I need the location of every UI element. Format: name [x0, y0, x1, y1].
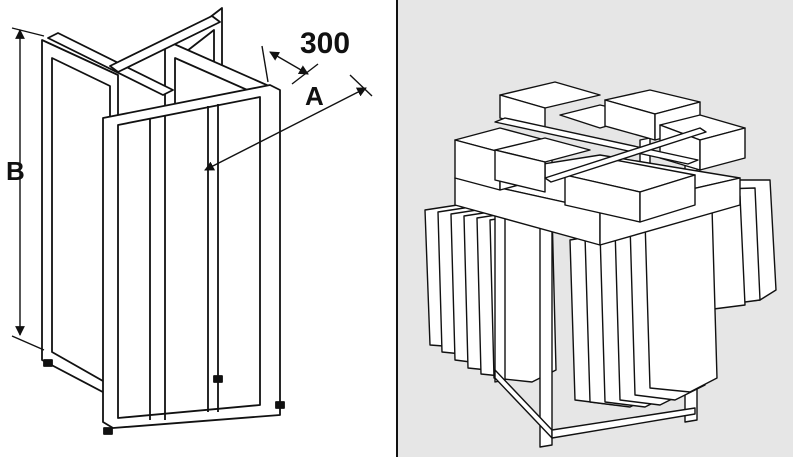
frame-drawing: 300 A B — [6, 7, 373, 435]
frame-top-bars — [47, 15, 221, 96]
frame-feet — [43, 359, 285, 435]
right-panel-loaded-rack-drawing — [397, 0, 793, 457]
dimension-lines — [11, 27, 373, 351]
width-label-a: A — [305, 81, 324, 111]
height-label-b: B — [6, 156, 25, 186]
depth-dimension-line — [269, 51, 309, 75]
frame-panel-front — [102, 84, 281, 429]
panel-divider — [396, 0, 398, 457]
width-dimension-line — [204, 87, 367, 171]
depth-value-label: 300 — [300, 27, 350, 60]
